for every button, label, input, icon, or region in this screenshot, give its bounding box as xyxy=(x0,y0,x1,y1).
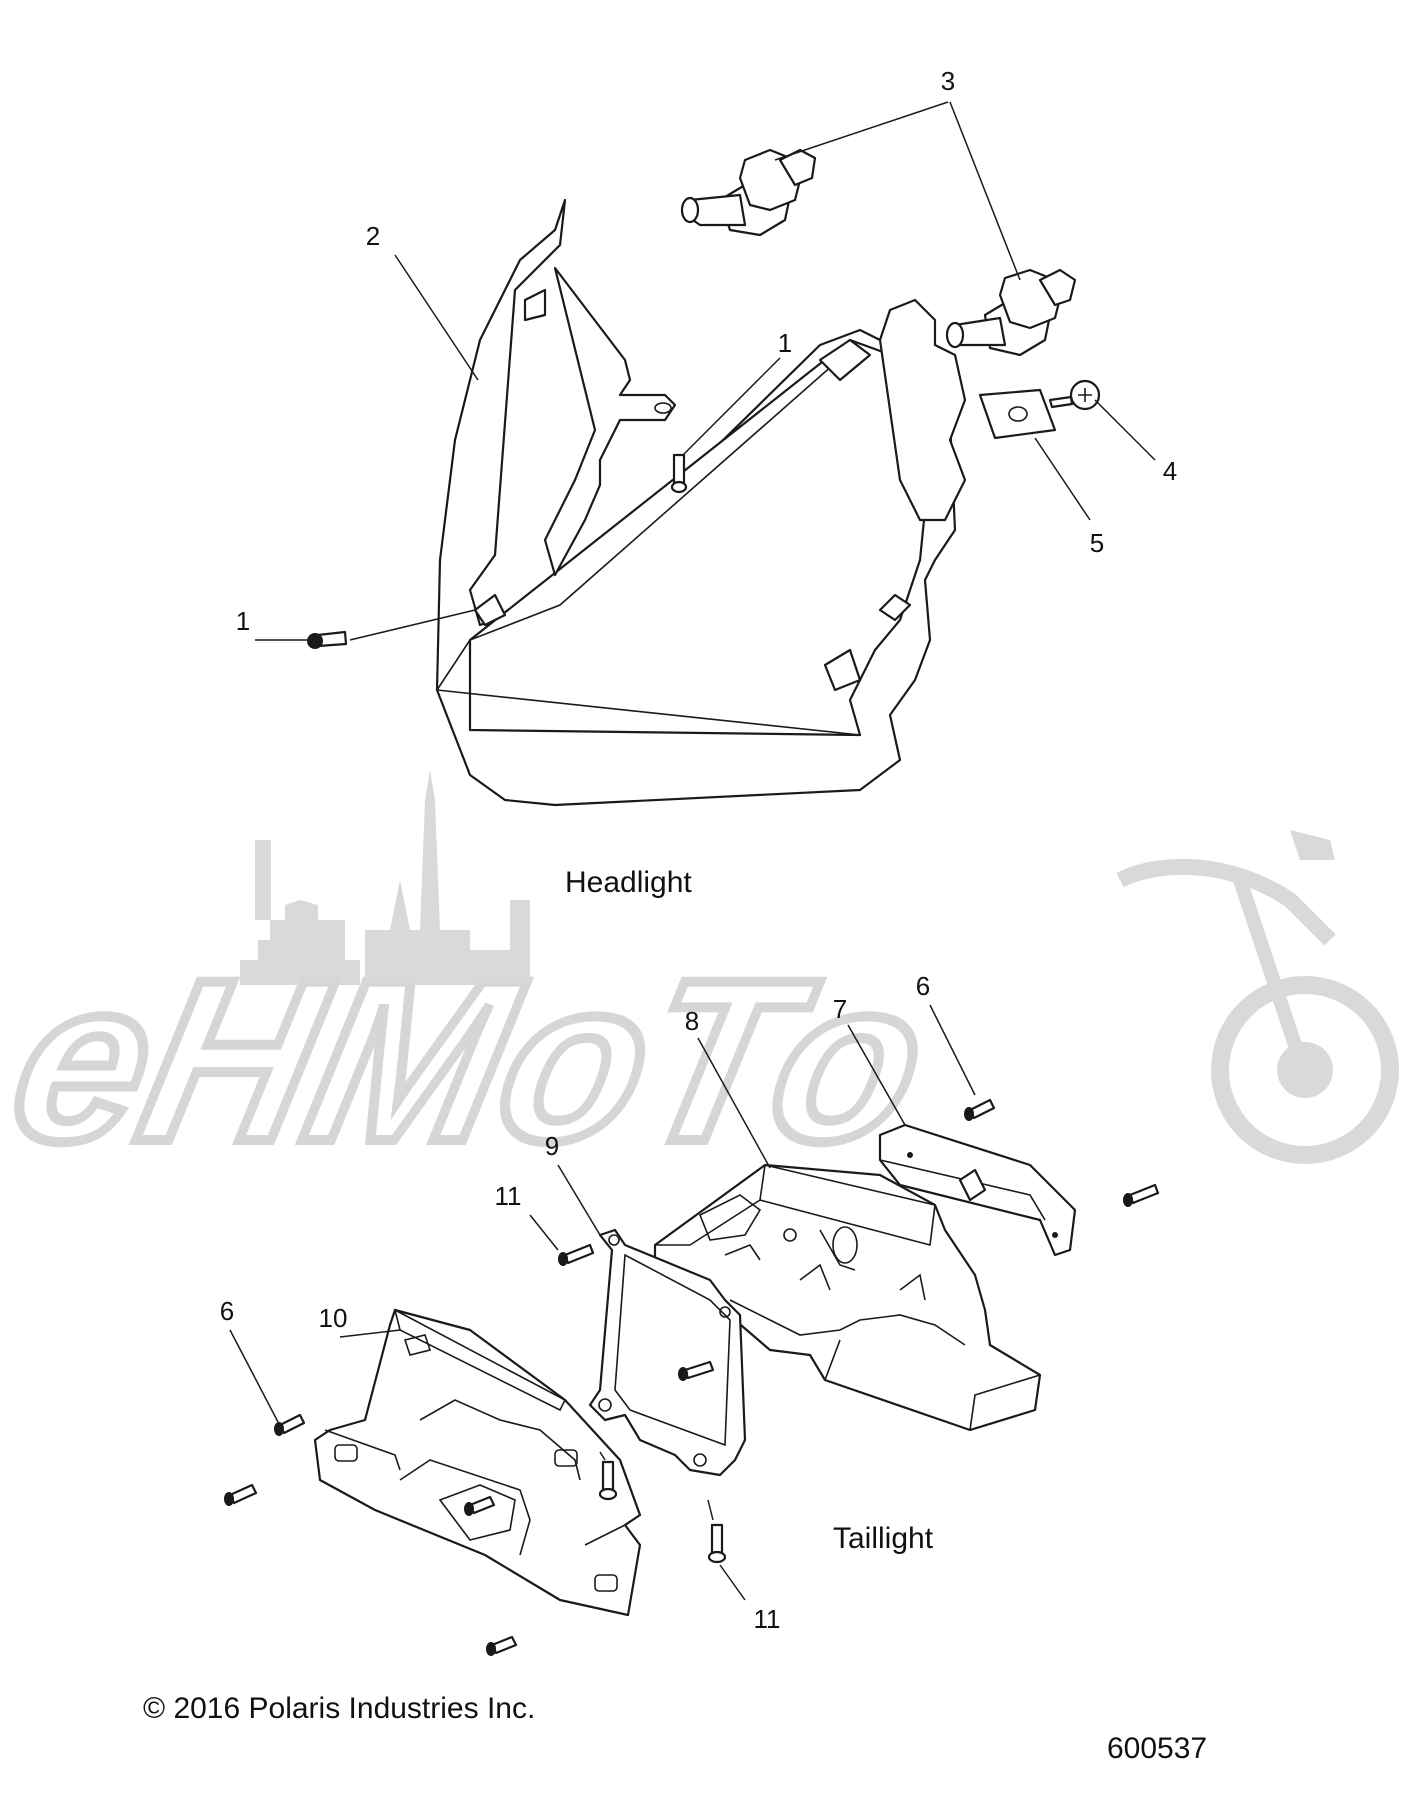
section-label-headlight: Headlight xyxy=(565,866,692,899)
bulb-upper xyxy=(680,148,817,237)
watermark-motorcycle-icon xyxy=(1116,830,1399,1164)
screw-lower xyxy=(307,630,348,649)
callout-5: 5 xyxy=(1090,528,1104,558)
torx-screw xyxy=(1048,379,1101,411)
callouts: 3 2 1 4 5 1 6 7 8 9 11 10 6 11 xyxy=(220,66,1177,1634)
callout-10: 10 xyxy=(319,1303,348,1333)
pin-center xyxy=(598,1460,618,1501)
watermark-skyline-icon xyxy=(240,770,530,985)
callout-4: 4 xyxy=(1163,456,1177,486)
callout-2: 2 xyxy=(366,221,380,251)
fasteners xyxy=(224,1098,1160,1656)
copyright-text: © 2016 Polaris Industries Inc. xyxy=(143,1692,535,1725)
screw-left xyxy=(224,1483,258,1506)
bulb-lower xyxy=(945,268,1077,357)
headlight-lens xyxy=(468,338,932,737)
watermark: AeHMoTo xyxy=(0,770,1399,1194)
headlight-assembly xyxy=(435,198,967,807)
screw-plate xyxy=(464,1495,496,1516)
screw-6-upper xyxy=(964,1098,996,1121)
callout-6-upper: 6 xyxy=(916,971,930,1001)
headlight-bracket xyxy=(543,266,677,577)
screw-upper xyxy=(670,453,688,494)
callout-1-upper: 1 xyxy=(778,328,792,358)
callout-8: 8 xyxy=(685,1006,699,1036)
callout-3: 3 xyxy=(941,66,955,96)
callout-9: 9 xyxy=(545,1131,559,1161)
leader-lines xyxy=(229,101,1156,1601)
screw-bottom xyxy=(486,1635,518,1656)
license-bracket xyxy=(588,1228,747,1477)
clip-nut xyxy=(978,388,1057,440)
callout-7: 7 xyxy=(833,994,847,1024)
headlight-connector xyxy=(878,298,967,522)
callout-11-upper: 11 xyxy=(495,1181,522,1211)
callout-1-lower: 1 xyxy=(236,606,250,636)
diagram-number: 600537 xyxy=(1107,1732,1207,1765)
section-label-taillight: Taillight xyxy=(833,1522,934,1555)
callout-11-lower: 11 xyxy=(754,1604,781,1634)
callout-6-lower: 6 xyxy=(220,1296,234,1326)
plate-housing xyxy=(313,1308,642,1617)
watermark-text: AeHMoTo xyxy=(0,932,946,1189)
screw-bracket xyxy=(678,1360,715,1381)
pin-11-lower xyxy=(707,1523,727,1564)
screw-right xyxy=(1123,1183,1160,1207)
screw-11-upper xyxy=(558,1243,595,1266)
taillight-lens xyxy=(878,1123,1077,1257)
screw-6-lower xyxy=(274,1413,306,1436)
